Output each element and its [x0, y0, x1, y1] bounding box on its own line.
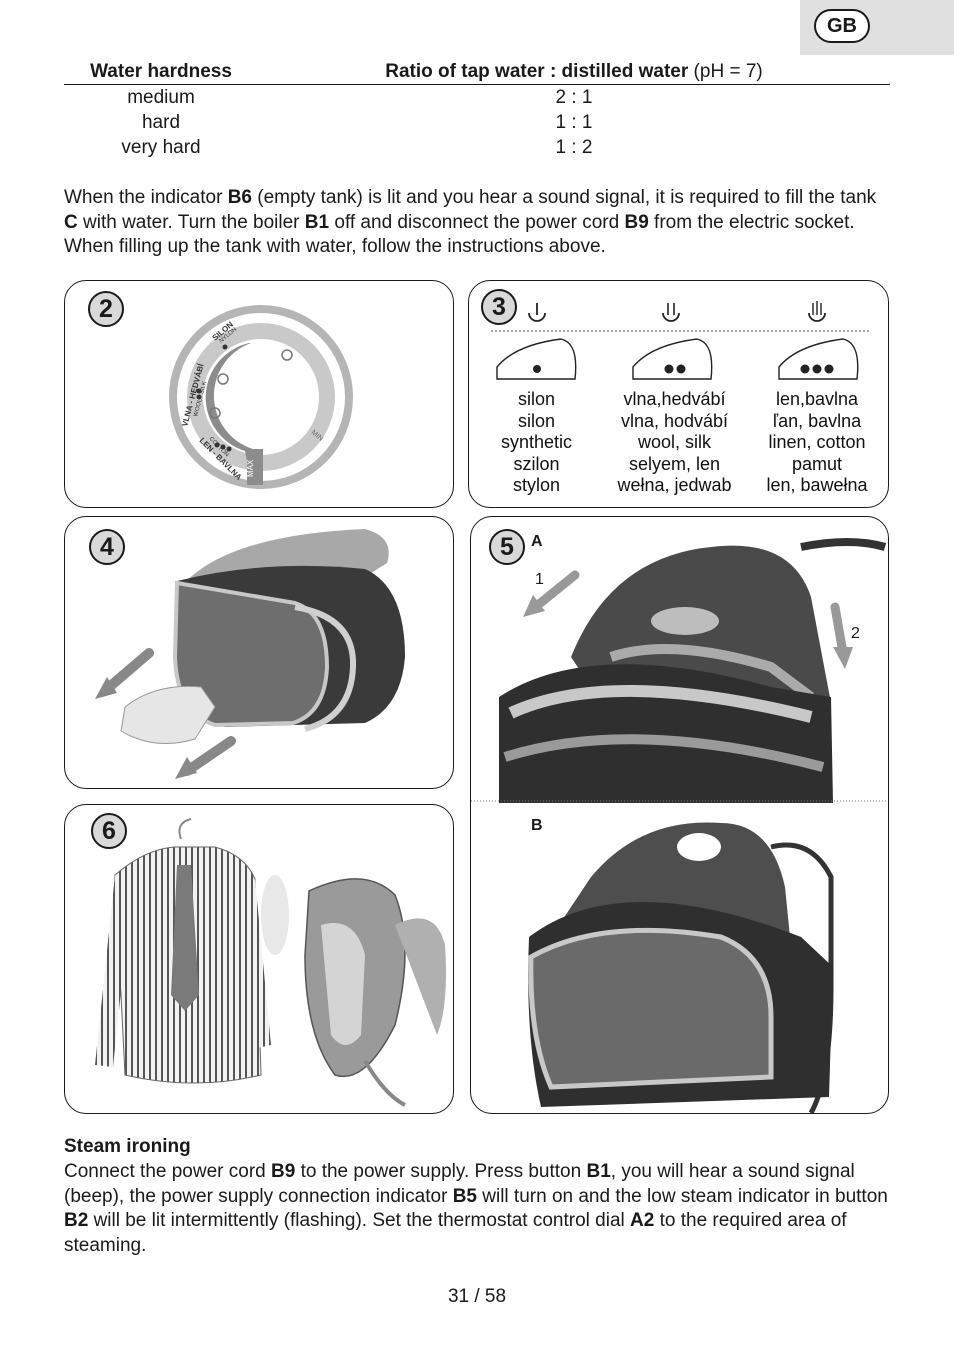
arrow-label-2: 2 — [851, 625, 860, 642]
figure-number: 3 — [481, 289, 517, 325]
sub-label-b: B — [531, 817, 543, 834]
fabric-column-linen-cotton: len,bavlna ľan, bavlna linen, cotton pam… — [749, 389, 885, 497]
ratio-header: Ratio of tap water : distilled water (pH… — [258, 60, 890, 85]
fabric-label: vlna,hedvábí — [623, 389, 726, 409]
steam-ironing-paragraph: Connect the power cord B9 to the power s… — [64, 1160, 890, 1258]
fabric-label: ľan, bavlna — [772, 410, 862, 431]
iron-two-dots-icon — [632, 338, 713, 380]
fabric-label: len,bavlna — [775, 389, 859, 409]
figure-4-panel: 4 — [64, 516, 454, 789]
ratio-header-label: Ratio of tap water : distilled water — [385, 61, 689, 82]
language-badge: GB — [814, 9, 870, 43]
fabric-label: wełna, jedwab — [617, 475, 732, 495]
text-run: , you will hear a sound signal (beep), t… — [64, 1161, 855, 1207]
ratio-cell: 2 : 1 — [555, 87, 593, 108]
hardness-cell: medium — [127, 87, 195, 108]
hardness-cell: hard — [141, 112, 181, 133]
ref-b1: B1 — [586, 1161, 611, 1182]
ref-b9: B9 — [624, 211, 649, 233]
empty-tank-paragraph: When the indicator B6 (empty tank) is li… — [64, 186, 890, 260]
arrow-label-1: 1 — [535, 571, 544, 588]
iron-placement-illustration — [471, 538, 888, 1113]
table-header-row: Water hardness Ratio of tap water : dist… — [64, 60, 890, 85]
sub-label-a: A — [531, 533, 543, 550]
text-run: Connect the power cord — [64, 1161, 272, 1182]
steam-ironing-heading: Steam ironing — [64, 1136, 191, 1157]
fabric-label: pamut — [791, 453, 843, 474]
steam-high-icon — [808, 301, 826, 322]
ref-b6: B6 — [227, 187, 252, 208]
text-run: with water. Turn the boiler — [77, 211, 305, 233]
text-run: to the power supply. Press button — [295, 1161, 587, 1182]
ref-b1: B1 — [304, 211, 330, 233]
fabric-column-wool-silk: vlna,hedvábí vlna, hodvábí wool, silk se… — [604, 389, 745, 497]
fabric-label: silon — [517, 410, 556, 431]
figure-6-panel: 6 — [64, 804, 454, 1114]
thermostat-dial-illustration: SILON NYLON VLNA - HEDVÁBÍ WOOL - SILK L… — [169, 305, 353, 489]
text-run: will turn on and the low steam indicator… — [476, 1185, 888, 1207]
text-run: When the indicator — [64, 187, 228, 208]
fabric-label: linen, cotton — [768, 432, 866, 452]
text-run: to the required area of steaming. — [64, 1210, 847, 1256]
ref-c: C — [64, 211, 78, 233]
figure-2-panel: SILON NYLON VLNA - HEDVÁBÍ WOOL - SILK L… — [64, 280, 454, 508]
ref-b2: B2 — [64, 1210, 89, 1231]
steam-low-icon — [528, 303, 546, 322]
fabric-label: wool, silk — [637, 432, 712, 452]
ref-b5: B5 — [452, 1185, 477, 1207]
figure-number: 6 — [91, 813, 127, 849]
vertical-steaming-illustration — [95, 818, 446, 1107]
ref-a2: A2 — [630, 1210, 655, 1231]
ratio-cell: 1 : 2 — [555, 137, 593, 158]
fabric-label: stylon — [512, 475, 561, 495]
fabric-label: synthetic — [500, 432, 573, 452]
text-run: off and disconnect the power cord — [329, 211, 625, 233]
fabric-settings-illustration — [491, 301, 871, 380]
tank-removal-illustration — [95, 529, 405, 779]
hardness-cell: very hard — [121, 137, 201, 158]
table-row: medium 2 : 1 — [64, 85, 890, 111]
figure-5-panel: 5 A 1 2 B — [470, 516, 889, 1114]
iron-one-dot-icon — [496, 338, 577, 380]
fabric-label: selyem, len — [628, 453, 721, 474]
ph-note: (pH = 7) — [688, 61, 763, 82]
fabric-label: silon — [517, 389, 556, 409]
fabric-column-synthetic: silon silon synthetic szilon stylon — [469, 389, 604, 497]
water-hardness-header: Water hardness — [64, 60, 258, 85]
dial-max: MAX — [246, 459, 255, 477]
steam-medium-icon — [662, 303, 680, 322]
text-run: will be lit intermittently (flashing). S… — [88, 1210, 631, 1231]
table-row: hard 1 : 1 — [64, 110, 890, 135]
water-hardness-table: Water hardness Ratio of tap water : dist… — [64, 60, 890, 160]
figure-3-panel: 3 silon silon synthetic szilon stylon vl… — [468, 280, 889, 508]
text-run: (empty tank) is lit and you hear a sound… — [252, 187, 877, 208]
fabric-label: len, bawełna — [766, 475, 868, 495]
table-row: very hard 1 : 2 — [64, 135, 890, 160]
figure-number: 5 — [489, 529, 525, 565]
ref-b9: B9 — [271, 1161, 296, 1182]
ratio-cell: 1 : 1 — [555, 112, 593, 133]
fabric-label: szilon — [513, 453, 560, 474]
text-run: from the electric socket. When filling u… — [64, 211, 855, 258]
figure-number: 4 — [89, 529, 125, 565]
fabric-label: vlna, hodvábí — [620, 410, 729, 431]
figure-number: 2 — [88, 291, 124, 327]
page-number: 31 / 58 — [447, 1286, 507, 1307]
iron-three-dots-icon — [778, 338, 859, 380]
